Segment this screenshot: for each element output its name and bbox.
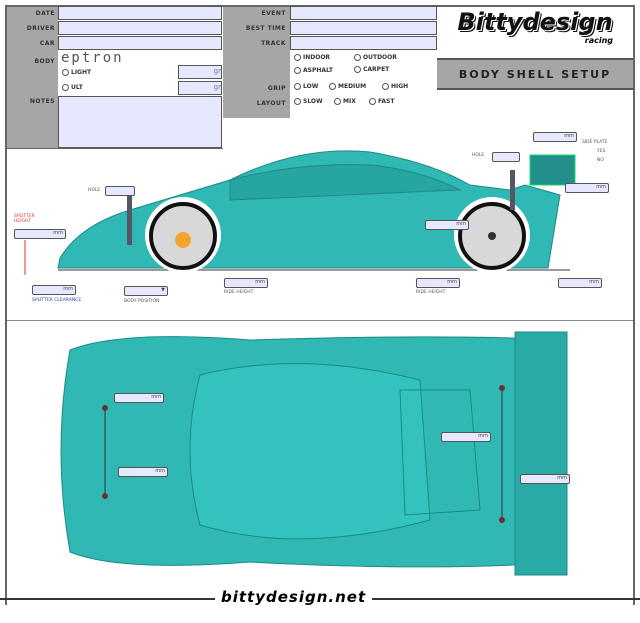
radio-label: SLOW (303, 98, 323, 105)
body-position-label: BODY POSITION (124, 299, 160, 304)
grip-label: GRIP (267, 85, 286, 92)
front-ride-height-field[interactable]: mm (224, 278, 268, 288)
track-field[interactable] (290, 36, 437, 50)
body-position-select[interactable]: ▼ (124, 286, 168, 296)
radio-label: LOW (303, 83, 319, 90)
radio-grip-low[interactable]: LOW (294, 83, 318, 90)
front-ride-height-label: RIDE HEIGHT (224, 290, 254, 295)
rear-width-field[interactable]: mm (520, 474, 570, 484)
radio-asphalt[interactable]: ASPHALT (294, 67, 333, 74)
radio-indoor[interactable]: INDOOR (294, 54, 330, 61)
ult-weight-field[interactable]: gr (178, 81, 222, 95)
middle-label-column (223, 7, 290, 118)
radio-label: FAST (378, 98, 395, 105)
radio-label: ULT (71, 84, 83, 91)
rear-hole-field[interactable] (492, 152, 520, 162)
radio-label: MIX (343, 98, 356, 105)
front-length-field[interactable]: mm (118, 467, 168, 477)
radio-grip-high[interactable]: HIGH (382, 83, 408, 90)
radio-ult[interactable]: ULT (62, 84, 83, 91)
rear-ride-height-field[interactable]: mm (416, 278, 460, 288)
page-title: BODY SHELL SETUP (437, 58, 633, 90)
notes-field[interactable] (58, 96, 222, 148)
layout-label: LAYOUT (256, 100, 286, 107)
rear-axle-field[interactable]: mm (425, 220, 469, 230)
side-plate-no[interactable]: NO (597, 158, 604, 163)
rear-ride-height-label: RIDE HEIGHT (416, 290, 446, 295)
wing-angle-field[interactable]: mm (565, 183, 609, 193)
car-field[interactable] (58, 36, 222, 50)
radio-label: MEDIUM (338, 83, 367, 90)
radio-label: LIGHT (71, 69, 92, 76)
side-plate-label: SIDE PLATE (582, 140, 608, 145)
radio-light[interactable]: LIGHT (62, 69, 91, 76)
radio-layout-fast[interactable]: FAST (369, 98, 394, 105)
date-label: DATE (35, 10, 55, 17)
radio-grip-medium[interactable]: MEDIUM (329, 83, 366, 90)
radio-label: HIGH (391, 83, 409, 90)
side-view-car (24, 150, 576, 275)
track-label: TRACK (261, 40, 286, 47)
footer-url: bittydesign.net (215, 588, 373, 606)
best-time-label: BEST TIME (245, 25, 286, 32)
brand-logo: Bittydesign racing (437, 6, 633, 58)
wing-clearance-field[interactable]: mm (558, 278, 602, 288)
divider (7, 148, 223, 149)
body-label: BODY (34, 58, 55, 65)
body-name: eptron (61, 50, 124, 66)
best-time-field[interactable] (290, 21, 437, 35)
splitter-height-label: SPLITTER HEIGHT (14, 214, 35, 224)
event-field[interactable] (290, 6, 437, 20)
rear-offset-field[interactable]: mm (441, 432, 491, 442)
event-label: EVENT (261, 10, 286, 17)
logo-subtext: racing (584, 36, 613, 45)
notes-label: NOTES (29, 98, 55, 105)
logo-text: Bittydesign (457, 8, 613, 36)
side-plate-yes[interactable]: YES (597, 149, 606, 154)
radio-label: CARPET (363, 66, 390, 73)
top-view-car (60, 331, 568, 576)
driver-label: DRIVER (26, 25, 55, 32)
front-width-field[interactable]: mm (114, 393, 164, 403)
rear-hole-label: HOLE (472, 153, 485, 158)
light-weight-field[interactable]: gr (178, 65, 222, 79)
radio-label: INDOOR (303, 54, 331, 61)
radio-outdoor[interactable]: OUTDOOR (354, 54, 397, 61)
radio-label: OUTDOOR (363, 54, 397, 61)
front-hole-label: HOLE (88, 188, 101, 193)
splitter-height-field[interactable]: mm (14, 229, 66, 239)
driver-field[interactable] (58, 21, 222, 35)
radio-label: ASPHALT (303, 67, 333, 74)
date-field[interactable] (58, 6, 222, 20)
wing-height-field[interactable]: mm (533, 132, 577, 142)
section-divider (7, 320, 633, 321)
splitter-clearance-field[interactable]: mm (32, 285, 76, 295)
car-label: CAR (39, 40, 55, 47)
left-label-column (7, 7, 58, 148)
radio-layout-slow[interactable]: SLOW (294, 98, 323, 105)
radio-carpet[interactable]: CARPET (354, 66, 389, 73)
front-hole-field[interactable] (105, 186, 135, 196)
splitter-clearance-label: SPLITTER CLEARANCE (32, 298, 82, 303)
radio-layout-mix[interactable]: MIX (334, 98, 356, 105)
